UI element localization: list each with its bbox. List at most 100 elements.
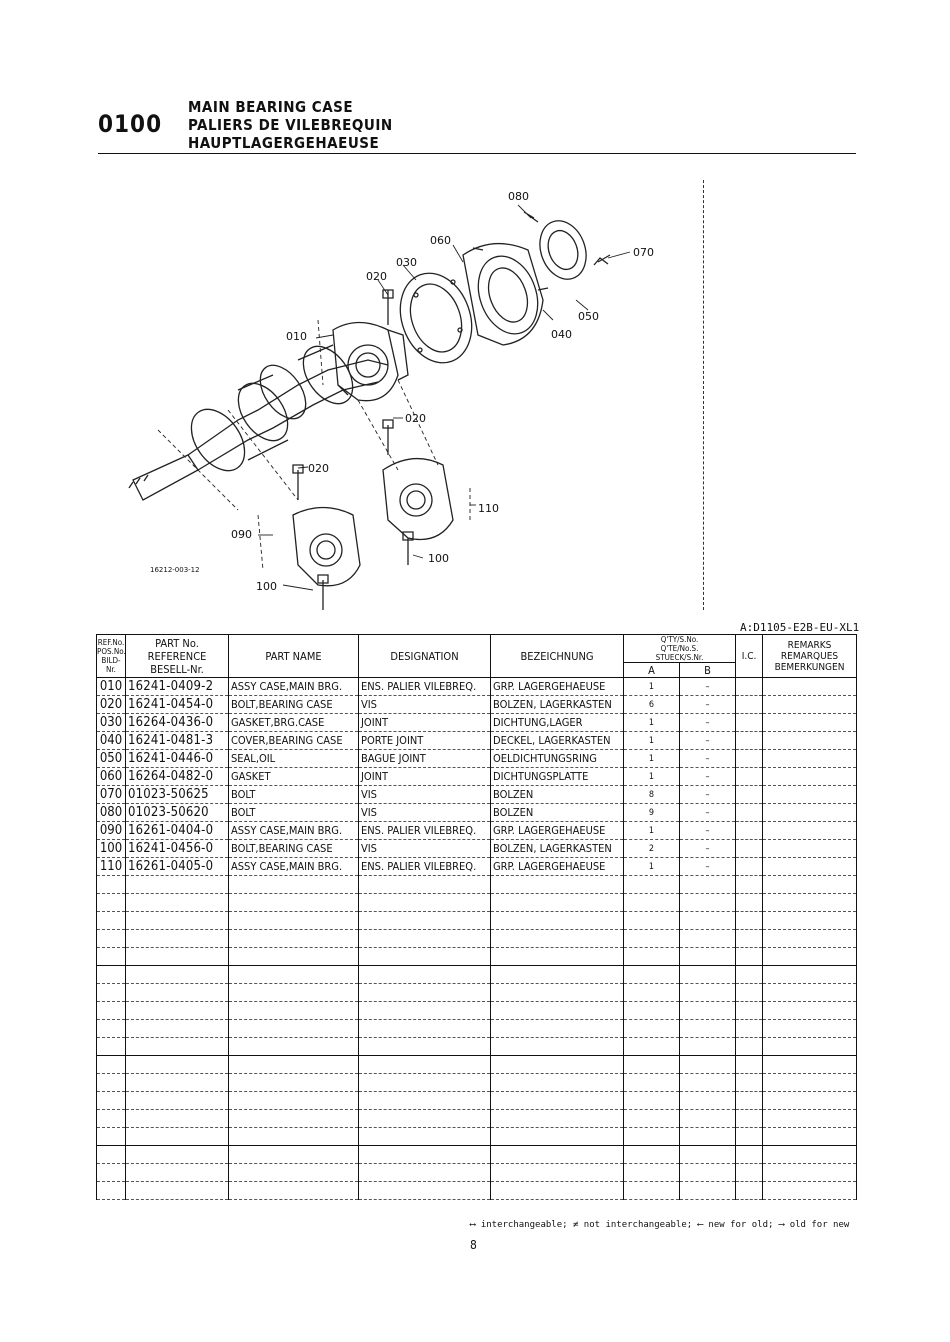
part-name-cell: SEAL,OIL [228,749,359,768]
blank-cell [762,983,858,1002]
blank-cell [623,947,680,966]
remarks-cell [762,749,858,768]
blank-cell [96,965,126,984]
cover-040 [462,242,549,346]
section-titles: MAIN BEARING CASE PALIERS DE VILEBREQUIN… [188,98,393,152]
blank-cell [762,1037,858,1056]
blank-cell [490,1145,624,1164]
ref-cell: 010 [96,677,126,696]
title-german: HAUPTLAGERGEHAEUSE [188,134,380,152]
designation-cell: VIS [358,839,491,858]
blank-cell [228,1163,359,1182]
blank-cell [96,893,126,912]
blank-cell [623,1163,680,1182]
blank-cell [623,1109,680,1128]
callout-090: 090 [231,528,252,541]
part-number-cell: 01023-50625 [125,785,229,804]
blank-cell [125,875,229,894]
blank-cell [125,1001,229,1020]
blank-table-row [96,1145,858,1164]
callout-020c: 020 [308,462,329,475]
blank-cell [96,1127,126,1146]
qty-a-cell: 1 [623,821,680,840]
blank-cell [125,1055,229,1074]
oil-seal-050 [539,220,587,280]
ic-cell [735,713,764,732]
qty-b-cell: – [678,695,737,714]
blank-cell [96,947,126,966]
remarks-cell [762,695,858,714]
bezeichnung-cell: BOLZEN [490,785,624,804]
blank-cell [125,893,229,912]
blank-cell [228,929,359,948]
ic-cell [735,677,764,696]
quantity-header: Q'TY/S.No.Q'TE/No.S.STUECK/S.Nr. [622,634,737,663]
blank-cell [96,1181,126,1200]
blank-cell [358,947,491,966]
blank-cell [623,1037,680,1056]
part-number-cell: 16241-0409-2 [125,677,229,696]
callout-010: 010 [286,330,307,343]
blank-cell [358,911,491,930]
blank-cell [623,983,680,1002]
blank-table-row [96,965,858,984]
blank-cell [490,1001,624,1020]
designation-cell: ENS. PALIER VILEBREQ. [358,677,491,696]
part-number-cell: 16261-0405-0 [125,857,229,876]
blank-cell [735,1055,764,1074]
blank-cell [96,1001,126,1020]
blank-cell [490,965,624,984]
blank-cell [490,1127,624,1146]
ic-cell [735,857,764,876]
designation-cell: VIS [358,803,491,822]
blank-cell [623,1019,680,1038]
ref-header: REF.No.POS.No.BILD-Nr. [96,634,126,678]
blank-cell [125,1127,229,1146]
blank-cell [490,875,624,894]
blank-cell [228,1127,359,1146]
blank-cell [96,1037,126,1056]
blank-cell [228,983,359,1002]
blank-cell [358,1127,491,1146]
bezeichnung-cell: BOLZEN [490,803,624,822]
ic-cell [735,803,764,822]
remarks-cell [762,731,858,750]
blank-cell [735,1163,764,1182]
blank-cell [762,1181,858,1200]
title-french: PALIERS DE VILEBREQUIN [188,116,393,134]
blank-cell [96,983,126,1002]
qty-a-cell: 8 [623,785,680,804]
blank-cell [762,965,858,984]
remarks-cell [762,857,858,876]
blank-cell [678,983,737,1002]
blank-cell [678,1181,737,1200]
interchangeability-legend: ⟷ interchangeable; ≠ not interchangeable… [470,1220,850,1230]
blank-cell [96,875,126,894]
blank-cell [358,1019,491,1038]
page-number: 8 [470,1238,477,1252]
blank-cell [678,1127,737,1146]
designation-cell: JOINT [358,767,491,786]
bezeichnung-cell: BOLZEN, LAGERKASTEN [490,695,624,714]
ref-cell: 030 [96,713,126,732]
blank-cell [678,893,737,912]
blank-cell [623,1073,680,1092]
blank-cell [125,1019,229,1038]
part-name-cell: ASSY CASE,MAIN BRG. [228,677,359,696]
ref-cell: 070 [96,785,126,804]
blank-cell [358,983,491,1002]
blank-cell [96,1091,126,1110]
ref-cell: 020 [96,695,126,714]
bezeichnung-cell: GRP. LAGERGEHAEUSE [490,821,624,840]
blank-table-row [96,1073,858,1092]
bezeichnung-cell: DICHTUNG,LAGER [490,713,624,732]
blank-cell [96,929,126,948]
blank-table-row [96,983,858,1002]
blank-cell [358,1109,491,1128]
blank-cell [125,911,229,930]
blank-cell [358,929,491,948]
